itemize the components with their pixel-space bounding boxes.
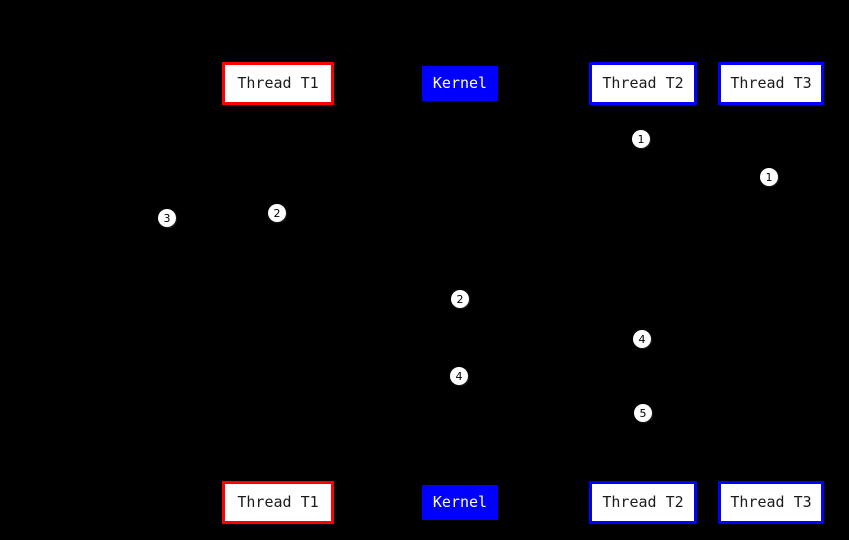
lifeline-t1 bbox=[278, 105, 279, 481]
participant-label: Kernel bbox=[432, 493, 488, 511]
participant-t2-footer[interactable]: Thread T2 bbox=[589, 481, 697, 524]
participant-t1-footer[interactable]: Thread T1 bbox=[222, 481, 334, 524]
step-number-badge: 4 bbox=[633, 330, 651, 348]
step-number-badge: 5 bbox=[634, 404, 652, 422]
participant-kernel-header[interactable]: Kernel bbox=[422, 66, 498, 101]
participant-label: Thread T3 bbox=[730, 74, 812, 92]
participant-t3-header[interactable]: Thread T3 bbox=[718, 62, 824, 105]
lifeline-t3 bbox=[771, 105, 772, 481]
participant-label: Thread T1 bbox=[237, 493, 319, 511]
participant-label: Thread T2 bbox=[602, 493, 684, 511]
step-number-badge: 1 bbox=[760, 168, 778, 186]
step-number-badge: 1 bbox=[632, 130, 650, 148]
participant-t1-header[interactable]: Thread T1 bbox=[222, 62, 334, 105]
participant-label: Kernel bbox=[432, 74, 488, 92]
participant-label: Thread T1 bbox=[237, 74, 319, 92]
lifeline-t2 bbox=[643, 105, 644, 481]
participant-label: Thread T2 bbox=[602, 74, 684, 92]
step-number-badge: 3 bbox=[158, 209, 176, 227]
participant-kernel-footer[interactable]: Kernel bbox=[422, 485, 498, 520]
step-number-badge: 2 bbox=[268, 204, 286, 222]
participant-t2-header[interactable]: Thread T2 bbox=[589, 62, 697, 105]
step-number-badge: 2 bbox=[451, 290, 469, 308]
participant-label: Thread T3 bbox=[730, 493, 812, 511]
participant-t3-footer[interactable]: Thread T3 bbox=[718, 481, 824, 524]
step-number-badge: 4 bbox=[450, 367, 468, 385]
